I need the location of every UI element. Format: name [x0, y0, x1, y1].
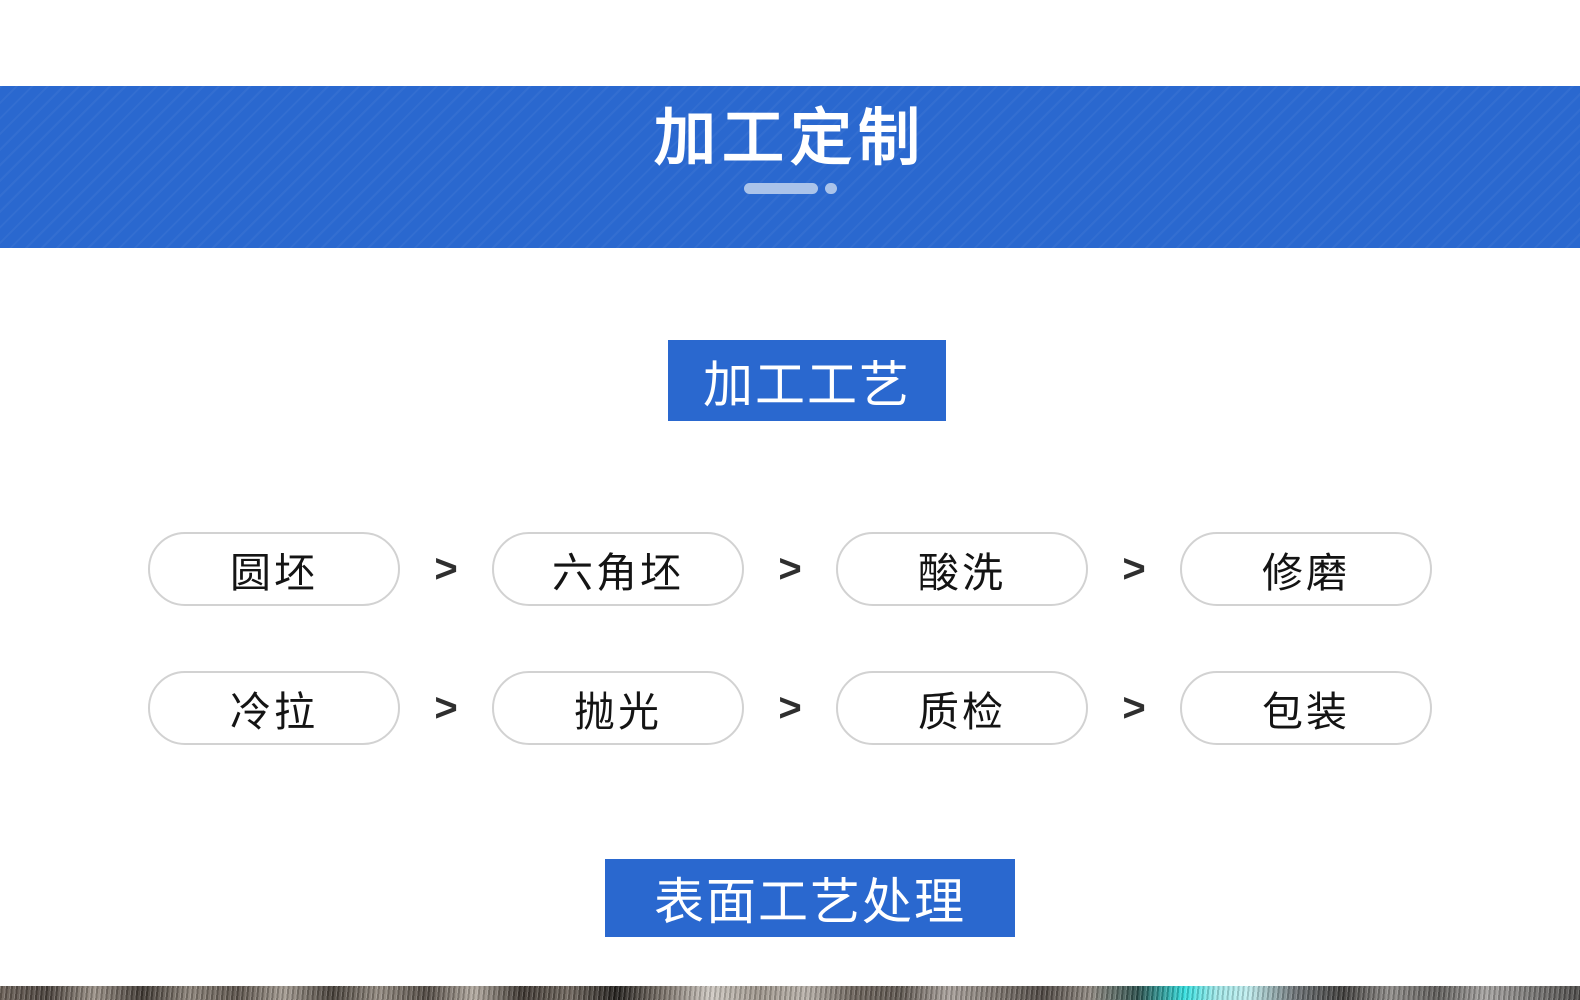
process-step-pill[interactable]: 酸洗 — [836, 532, 1088, 606]
process-step-pill[interactable]: 抛光 — [492, 671, 744, 745]
underline-dot-icon — [824, 183, 837, 195]
flow-step-1: 圆坯 — [148, 532, 400, 606]
section-heading-process: 加工工艺 — [668, 340, 946, 421]
process-step-pill[interactable]: 包装 — [1180, 671, 1432, 745]
process-step-pill[interactable]: 质检 — [836, 671, 1088, 745]
flow-arrow-icon: > — [778, 547, 802, 591]
flow-arrow-icon: > — [778, 686, 802, 730]
flow-step-8: 包装 — [1180, 671, 1432, 745]
title-underline-decoration — [743, 183, 837, 195]
process-flow-row-1: 圆坯 > 六角坯 > 酸洗 > 修磨 — [0, 530, 1580, 608]
flow-step-6: 抛光 — [492, 671, 744, 745]
photo-strip-texture — [0, 986, 1580, 1000]
flow-arrow-icon: > — [1122, 547, 1146, 591]
flow-step-2: 六角坯 — [492, 532, 744, 606]
process-step-pill[interactable]: 修磨 — [1180, 532, 1432, 606]
flow-step-7: 质检 — [836, 671, 1088, 745]
section-heading-surface-treatment: 表面工艺处理 — [605, 859, 1015, 937]
flow-step-5: 冷拉 — [148, 671, 400, 745]
flow-step-4: 修磨 — [1180, 532, 1432, 606]
flow-step-3: 酸洗 — [836, 532, 1088, 606]
flow-arrow-icon: > — [1122, 686, 1146, 730]
flow-arrow-icon: > — [434, 547, 458, 591]
underline-bar-icon — [743, 183, 818, 195]
banner-content: 加工定制 — [0, 86, 1580, 248]
page-header-banner: 加工定制 — [0, 86, 1580, 248]
process-step-pill[interactable]: 冷拉 — [148, 671, 400, 745]
process-step-pill[interactable]: 圆坯 — [148, 532, 400, 606]
flow-arrow-icon: > — [434, 686, 458, 730]
process-flow-row-2: 冷拉 > 抛光 > 质检 > 包装 — [0, 669, 1580, 747]
product-photo-strip — [0, 986, 1580, 1000]
page-title: 加工定制 — [653, 104, 926, 173]
process-step-pill[interactable]: 六角坯 — [492, 532, 744, 606]
